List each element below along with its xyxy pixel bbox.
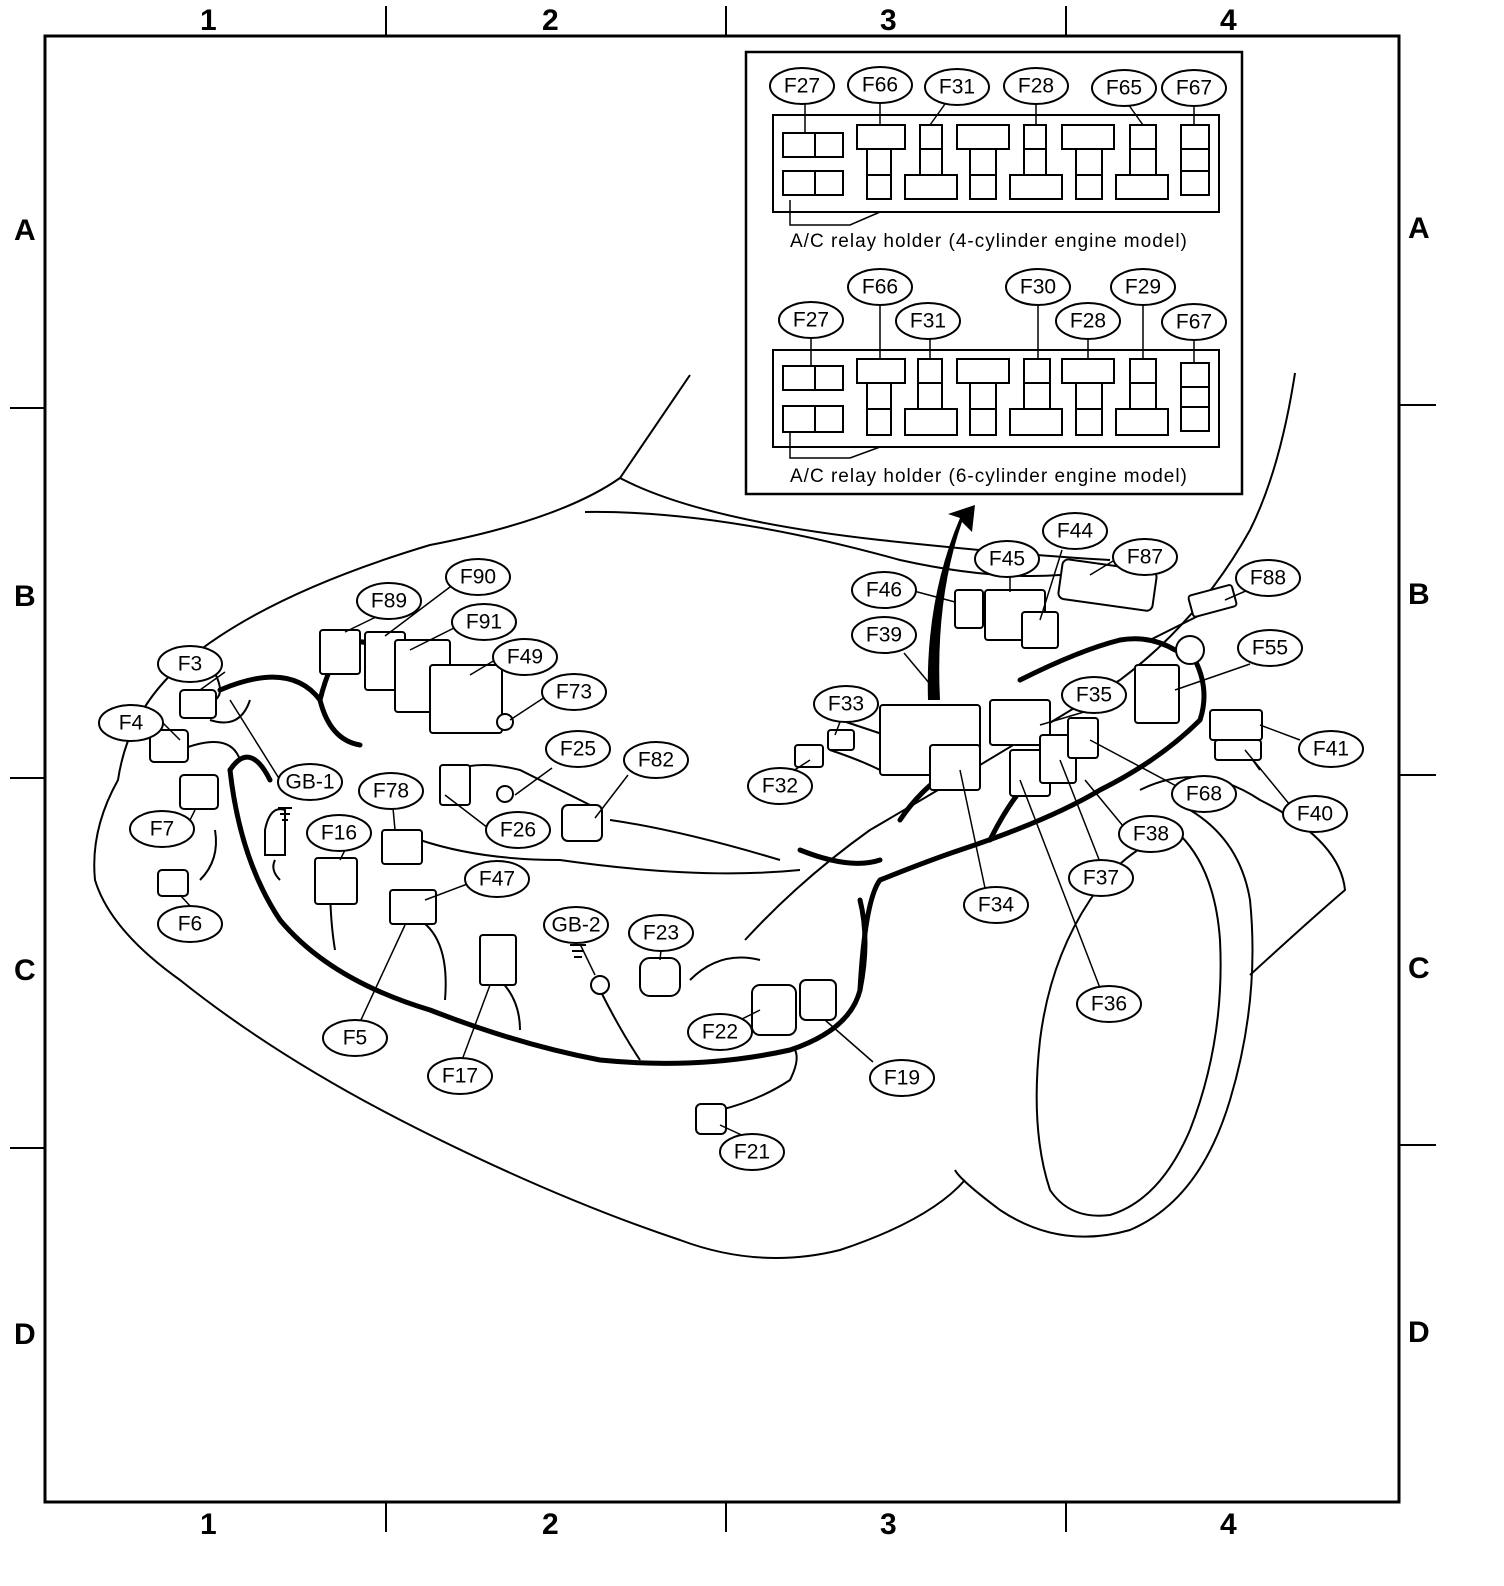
grid-col-2-bottom: 2 [542, 1508, 559, 1541]
inset-6cyl-f31: F31 [910, 310, 946, 333]
grid-col-3-bottom: 3 [880, 1508, 897, 1541]
grid-row-a-left: A [14, 214, 36, 247]
grid-row-a-right: A [1408, 212, 1430, 245]
inset-4cyl-f66: F66 [862, 74, 898, 97]
callout-f16: F16 [321, 822, 357, 845]
callout-f17: F17 [442, 1065, 478, 1088]
callout-f89: F89 [371, 590, 407, 613]
grid-col-2-top: 2 [542, 4, 559, 37]
callout-f41: F41 [1313, 738, 1349, 761]
diagram-frame [43, 34, 1401, 1504]
relay-holder-6cyl [772, 349, 1220, 459]
callout-f26: F26 [500, 819, 536, 842]
callout-f36: F36 [1091, 993, 1127, 1016]
callout-f6: F6 [178, 913, 203, 936]
callout-gb-2: GB-2 [551, 914, 600, 937]
callout-f25: F25 [560, 738, 596, 761]
callout-f34: F34 [978, 894, 1015, 917]
grid-col-4-top: 4 [1220, 4, 1237, 37]
callout-f68: F68 [1186, 783, 1222, 806]
relay-holder-4cyl [772, 114, 1220, 226]
callout-f7: F7 [150, 818, 175, 841]
grid-col-3-top: 3 [880, 4, 897, 37]
grid-col-4-bottom: 4 [1220, 1508, 1237, 1541]
inset-4cyl-f31: F31 [939, 76, 975, 99]
main-harness [217, 636, 1207, 1066]
connector-bodies [149, 558, 1263, 1135]
callout-f40: F40 [1297, 803, 1333, 826]
grid-row-b-left: B [14, 580, 36, 613]
inset-6cyl-f28: F28 [1070, 310, 1106, 333]
callout-f44: F44 [1057, 520, 1094, 543]
inset-6cyl-bubbles: F27 F66 F31 F30 F28 F29 F67 [778, 268, 1227, 366]
callout-f91: F91 [466, 611, 502, 634]
inset-6cyl-f66: F66 [862, 276, 898, 299]
callout-f82: F82 [638, 749, 674, 772]
callout-gb-1: GB-1 [285, 771, 334, 794]
callout-f22: F22 [702, 1021, 738, 1044]
inset-6cyl-f67: F67 [1176, 311, 1212, 334]
relay-holder-4cyl-caption: A/C relay holder (4-cylinder engine mode… [790, 231, 1188, 252]
pointer-arrow [927, 505, 975, 700]
grid-col-1-bottom: 1 [200, 1508, 217, 1541]
callout-f46: F46 [866, 579, 902, 602]
callout-f49: F49 [507, 646, 543, 669]
callout-f37: F37 [1083, 867, 1119, 890]
callout-f90: F90 [460, 566, 496, 589]
callout-f87: F87 [1127, 546, 1163, 569]
callout-f4: F4 [119, 712, 144, 735]
inset-4cyl-f67: F67 [1176, 77, 1212, 100]
callout-f3: F3 [178, 653, 203, 676]
callout-f55: F55 [1252, 637, 1288, 660]
inset-6cyl-f30: F30 [1020, 276, 1056, 299]
ground-symbols [278, 807, 586, 958]
callout-bubbles: F3 F4 F7 F6 GB-1 F89 F90 F91 F49 F73 F78… [98, 512, 1364, 1171]
inset-4cyl-bubbles: F27 F66 F31 F28 F65 F67 [769, 66, 1227, 133]
callout-f21: F21 [734, 1141, 770, 1164]
callout-f38: F38 [1133, 823, 1169, 846]
grid-row-c-left: C [14, 954, 36, 987]
callout-f78: F78 [373, 780, 409, 803]
grid-col-1-top: 1 [200, 4, 217, 37]
callout-f88: F88 [1250, 567, 1286, 590]
inset-4cyl-f65: F65 [1106, 77, 1142, 100]
callout-f39: F39 [866, 624, 902, 647]
callout-f32: F32 [762, 775, 798, 798]
grid-row-d-left: D [14, 1318, 36, 1351]
inset-4cyl-f27: F27 [784, 75, 820, 98]
callout-f35: F35 [1076, 684, 1112, 707]
inset-6cyl-f29: F29 [1125, 276, 1161, 299]
callout-f45: F45 [989, 548, 1025, 571]
callout-f33: F33 [828, 693, 864, 716]
callout-f73: F73 [556, 681, 592, 704]
grid-ticks [10, 6, 1436, 1532]
inset-6cyl-f27: F27 [793, 309, 829, 332]
grid-row-c-right: C [1408, 952, 1430, 985]
callout-f47: F47 [479, 868, 515, 891]
relay-holder-6cyl-caption: A/C relay holder (6-cylinder engine mode… [790, 466, 1188, 487]
grid-row-d-right: D [1408, 1316, 1430, 1349]
callout-f5: F5 [343, 1027, 368, 1050]
grid-row-b-right: B [1408, 578, 1430, 611]
inset-4cyl-f28: F28 [1018, 75, 1054, 98]
callout-f23: F23 [643, 922, 679, 945]
callout-f19: F19 [884, 1067, 920, 1090]
